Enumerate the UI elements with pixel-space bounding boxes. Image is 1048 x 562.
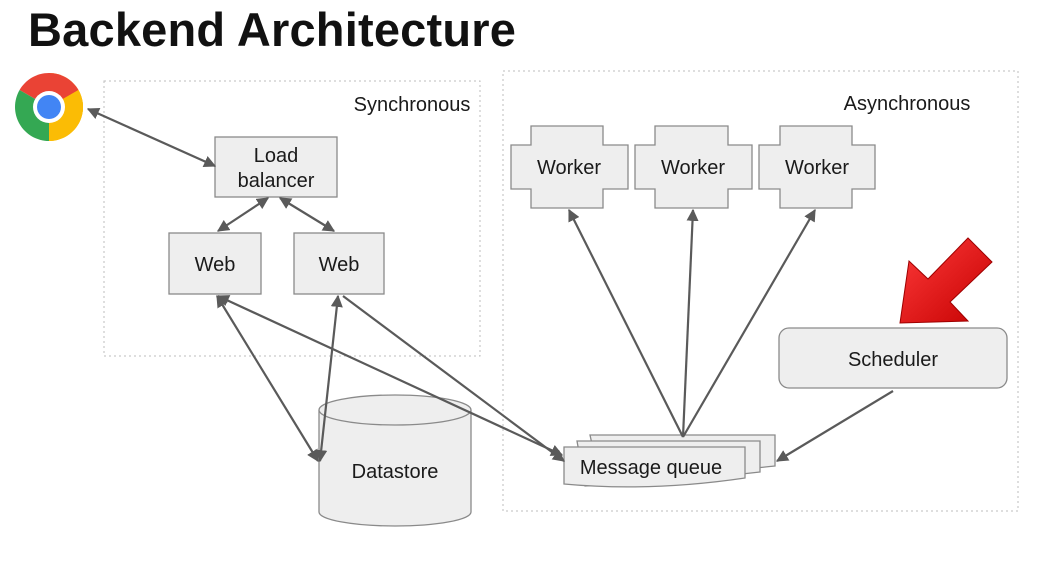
web-node-2-label: Web bbox=[319, 254, 360, 276]
worker-node-3: Worker bbox=[758, 125, 876, 209]
load-balancer-label-line2: balancer bbox=[238, 170, 315, 192]
arrow-browser-loadbalancer bbox=[86, 107, 217, 168]
worker-node-2: Worker bbox=[634, 125, 753, 209]
arrow-web1-datastore bbox=[216, 294, 319, 463]
synchronous-group bbox=[103, 80, 481, 357]
arrow-scheduler-queue bbox=[775, 390, 894, 462]
arrow-queue-worker1 bbox=[568, 208, 684, 438]
scheduler-label: Scheduler bbox=[848, 349, 938, 371]
arrow-web2-message-queue bbox=[342, 295, 565, 462]
web-node-1: Web bbox=[168, 232, 262, 295]
message-queue-label: Message queue bbox=[580, 457, 722, 479]
load-balancer-label-line1: Load bbox=[254, 145, 299, 167]
worker-node-2-label: Worker bbox=[661, 157, 725, 179]
arrow-web1-message-queue bbox=[216, 295, 564, 456]
synchronous-label: Synchronous bbox=[354, 94, 471, 116]
chrome-browser-icon bbox=[15, 73, 83, 141]
worker-node-1-label: Worker bbox=[537, 157, 601, 179]
asynchronous-label: Asynchronous bbox=[844, 93, 971, 115]
worker-node-1: Worker bbox=[510, 125, 629, 209]
arrow-loadbalancer-web1 bbox=[216, 197, 270, 232]
arrow-loadbalancer-web2 bbox=[278, 197, 336, 232]
red-pointer-arrow-icon bbox=[899, 237, 993, 324]
scheduler-node: Scheduler bbox=[778, 327, 1008, 389]
datastore-node: Datastore bbox=[318, 394, 472, 527]
arrow-queue-worker3 bbox=[682, 208, 816, 438]
worker-node-3-label: Worker bbox=[785, 157, 849, 179]
arrow-queue-worker2 bbox=[681, 208, 699, 438]
web-node-2: Web bbox=[293, 232, 385, 295]
message-queue-node: Message queue bbox=[563, 434, 776, 488]
datastore-label: Datastore bbox=[352, 461, 439, 483]
page-title: Backend Architecture bbox=[28, 3, 517, 56]
web-node-1-label: Web bbox=[195, 254, 236, 276]
asynchronous-group bbox=[502, 70, 1019, 512]
load-balancer-node: Load balancer bbox=[214, 136, 338, 198]
